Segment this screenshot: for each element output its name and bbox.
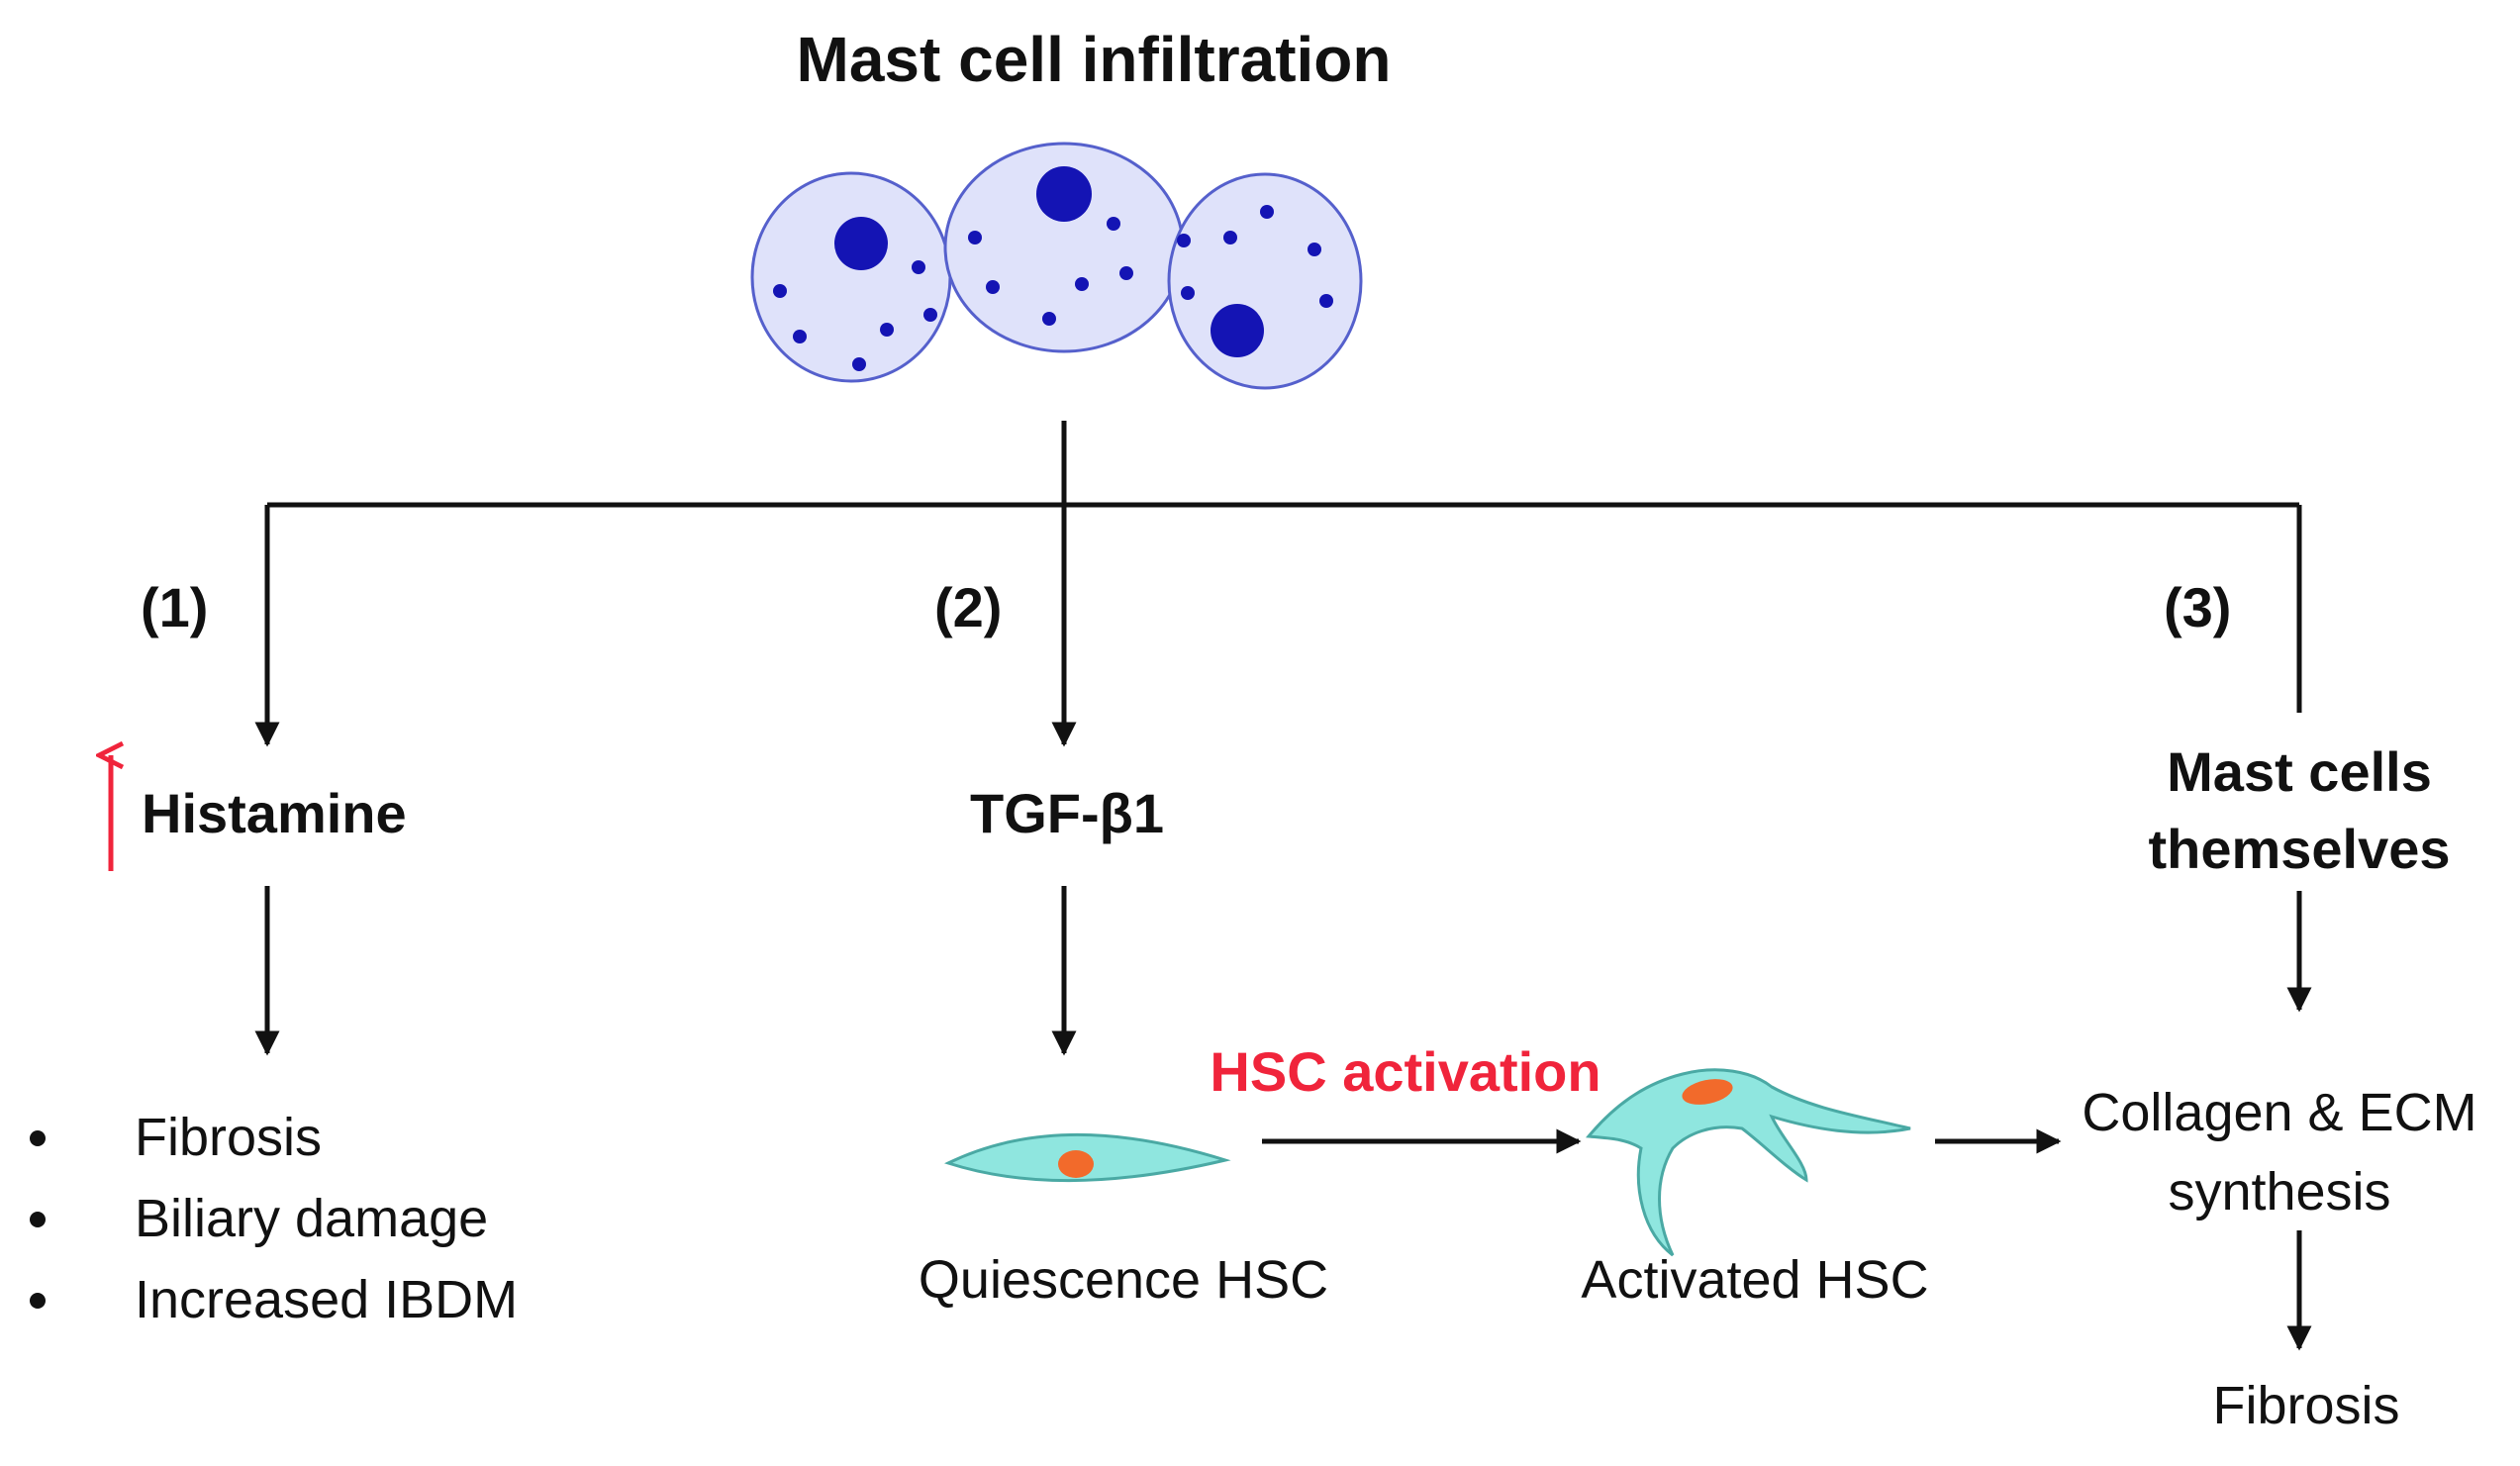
collagen-ecm-line2: synthesis bbox=[2168, 1162, 2391, 1222]
list-item: Biliary damage bbox=[30, 1178, 518, 1259]
branch-2-number: (2) bbox=[934, 576, 1003, 638]
histamine-effects-list: Fibrosis Biliary damage Increased IBDM bbox=[30, 1097, 518, 1340]
fibrosis-outcome-label: Fibrosis bbox=[2212, 1376, 2400, 1435]
hsc-activation-label: HSC activation bbox=[1210, 1040, 1601, 1103]
branch-1-number: (1) bbox=[141, 576, 209, 638]
tgf-beta1-label: TGF-β1 bbox=[970, 782, 1164, 844]
mast-cell-icon-right bbox=[1167, 172, 1363, 390]
list-item: Fibrosis bbox=[30, 1097, 518, 1178]
connector-lines bbox=[254, 421, 2312, 1351]
mast-cell-icon-left bbox=[750, 171, 952, 383]
collagen-ecm-line1: Collagen & ECM bbox=[2082, 1083, 2477, 1142]
mast-cell-icon-center bbox=[943, 142, 1185, 353]
mast-cells-themselves-line1: Mast cells bbox=[2167, 740, 2432, 803]
quiescence-hsc-label: Quiescence HSC bbox=[918, 1250, 1329, 1310]
stellate-cell-icon bbox=[1586, 1068, 1911, 1257]
mast-cells-themselves-line2: themselves bbox=[2148, 818, 2451, 880]
branch-3-number: (3) bbox=[2164, 576, 2232, 638]
spindle-cell-icon bbox=[943, 1133, 1231, 1183]
diagram-title: Mast cell infiltration bbox=[796, 24, 1392, 95]
activated-hsc-label: Activated HSC bbox=[1581, 1250, 1929, 1310]
histamine-label: Histamine bbox=[142, 782, 407, 844]
list-item: Increased IBDM bbox=[30, 1259, 518, 1340]
